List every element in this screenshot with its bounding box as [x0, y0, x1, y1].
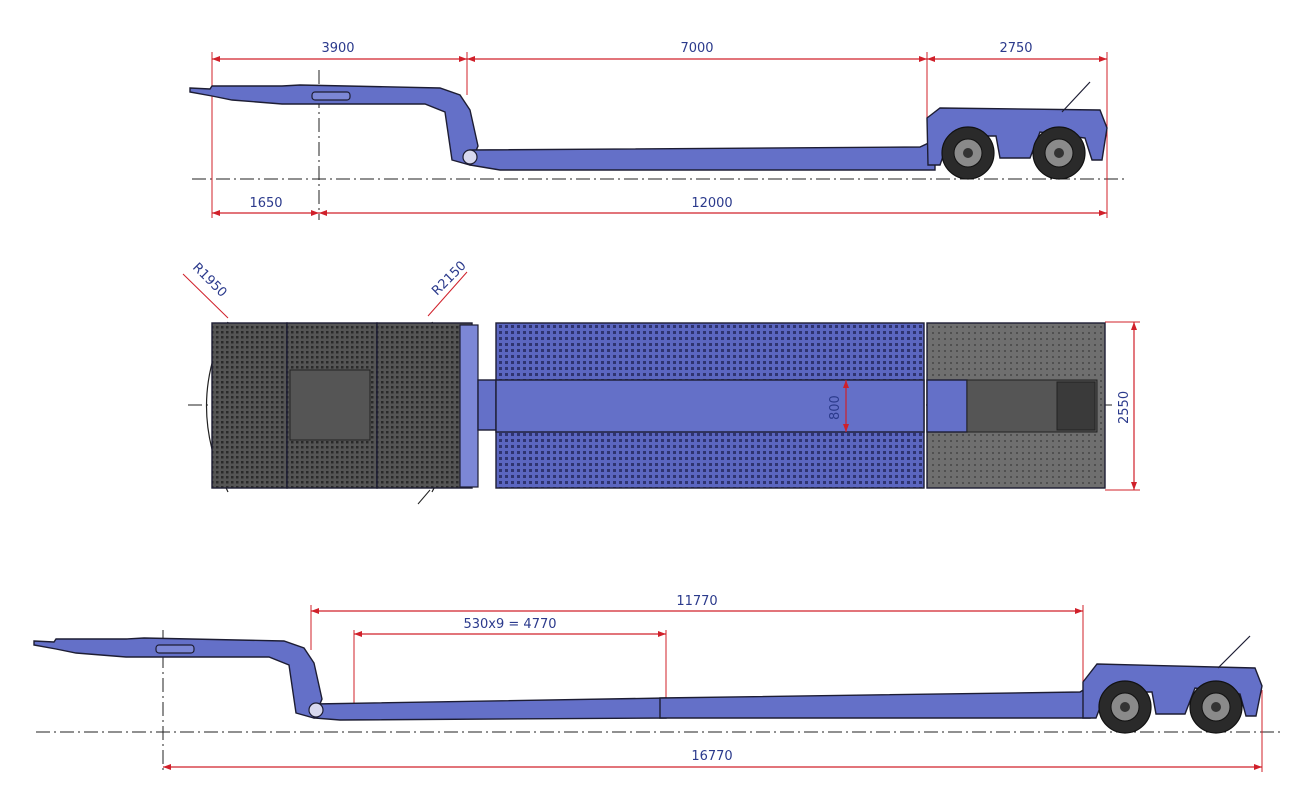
extended-deck-rear: [659, 684, 1091, 719]
dim-extension: 530x9 = 4770: [463, 617, 556, 632]
wheel: [1189, 680, 1243, 734]
wheel: [1032, 126, 1086, 180]
dim-kingpin-offset: 1650: [249, 196, 282, 211]
dim-overall-width: 2550: [1117, 391, 1132, 424]
radius-leader: [417, 489, 431, 505]
center-well: [495, 379, 925, 433]
radius-leader: [427, 271, 468, 317]
plan-view: R1950 R2150 800 2550: [182, 258, 1140, 505]
swing-pivot: [462, 149, 478, 165]
ramp-strut: [1217, 635, 1251, 669]
rear-well: [926, 379, 968, 433]
wheel: [1098, 680, 1152, 734]
swing-pivot: [308, 702, 324, 718]
ramp-plate: [1056, 381, 1096, 431]
radius-swing: R2150: [429, 258, 469, 298]
radius-front: R1950: [189, 260, 229, 300]
ramp-strut: [1061, 81, 1091, 113]
main-deck: [469, 138, 936, 171]
side-view-extended: 11770 530x9 = 4770 16770: [33, 594, 1282, 772]
wheel: [941, 126, 995, 180]
dim-deck: 7000: [680, 41, 713, 56]
dim-deck-extended: 11770: [676, 594, 717, 609]
swing-beam: [459, 324, 479, 488]
dim-overall: 12000: [691, 196, 732, 211]
kingpin-plate: [289, 369, 371, 441]
radius-leader: [182, 273, 229, 319]
dim-well-width: 800: [828, 395, 843, 420]
neck-joint: [477, 379, 499, 431]
gooseneck-slot: [155, 644, 195, 654]
dim-overall-extended: 16770: [691, 749, 732, 764]
extended-deck-front: [313, 697, 667, 721]
dim-rear: 2750: [999, 41, 1032, 56]
side-view-top: 3900 7000 2750 1650 12000: [189, 41, 1128, 220]
gooseneck-plate-rear: [376, 322, 473, 489]
dim-arrows: [212, 56, 1107, 62]
gooseneck-plate-front: [211, 322, 288, 489]
dim-gooseneck: 3900: [321, 41, 354, 56]
gooseneck-slot: [311, 91, 351, 101]
